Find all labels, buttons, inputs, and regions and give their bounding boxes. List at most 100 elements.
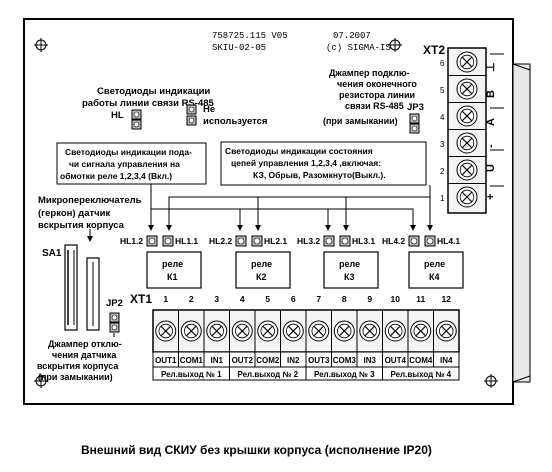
relay-name-3: реле xyxy=(339,259,360,269)
board-code: 758725.115 V05 xyxy=(212,31,288,41)
xt1-terminal-9: IN3 xyxy=(364,356,377,365)
relay-led-3-1 xyxy=(339,235,351,247)
arrow-heads xyxy=(148,225,433,231)
figure-caption: Внешний вид СКИУ без крышки корпуса (исп… xyxy=(81,443,432,457)
xt1-pin-1: 1 xyxy=(163,294,168,304)
xt1-terminal-12: IN4 xyxy=(440,356,453,365)
xt1-terminal-11: COM4 xyxy=(409,356,433,365)
jp3-label: JP3 xyxy=(407,102,424,113)
relay-k3 xyxy=(323,251,379,289)
xt1-screw-10 xyxy=(384,320,406,342)
jp3-desc-5: (при замыкании) xyxy=(323,116,398,126)
mounting-hole-bottom-right xyxy=(484,374,498,388)
jp2-desc-2: чения датчика xyxy=(52,350,117,360)
mounting-hole-top-right xyxy=(388,38,402,52)
state-led-callout xyxy=(220,141,427,186)
state-led-arrows xyxy=(168,185,431,228)
xt1-pin-4: 4 xyxy=(240,294,245,304)
xt2-signal-minus: - xyxy=(485,144,497,148)
xt1-pin-6: 6 xyxy=(291,294,296,304)
relay-led-4-2 xyxy=(408,235,420,247)
jp3-desc-1: Джампер подклю- xyxy=(329,68,410,78)
board-copyright: (c) SIGMA-IS xyxy=(326,43,391,53)
xt2-screw-4 xyxy=(456,105,478,127)
xt2-screw-3 xyxy=(456,132,478,154)
xt1-screw-2 xyxy=(180,320,202,342)
xt1-group-3: Рел.выход № 3 xyxy=(314,370,375,379)
xt1-pin-8: 8 xyxy=(342,294,347,304)
xt1-screw-1 xyxy=(155,320,177,342)
relay-led-2-1 xyxy=(251,235,263,247)
xt1-pin-7: 7 xyxy=(316,294,321,304)
ctrl-led-text-1: Светодиоды индикации пода- xyxy=(65,147,192,157)
side-rail xyxy=(512,63,531,383)
xt1-terminal-1: OUT1 xyxy=(155,356,177,365)
xt1-terminal-10: OUT4 xyxy=(385,356,407,365)
relay-led-3-2 xyxy=(323,235,335,247)
xt1-terminal-5: COM2 xyxy=(256,356,280,365)
not-used-label-1: Не xyxy=(203,104,215,115)
jp2-desc-4: (при замыкании) xyxy=(38,372,113,382)
xt1-screw-7 xyxy=(308,320,330,342)
jp3-jumper xyxy=(409,113,420,134)
xt1-pin-11: 11 xyxy=(416,294,425,304)
sa1-label: SA1 xyxy=(42,248,62,259)
state-led-text-3: КЗ, Обрыв, Разомкнуто(Выкл.). xyxy=(253,170,386,180)
microswitch-label-1: Микропереключатель xyxy=(38,195,142,206)
xt2-pin-1: 1 xyxy=(440,194,445,203)
unused-jumper xyxy=(186,104,197,126)
xt1-group-1: Рел.выход № 1 xyxy=(161,370,222,379)
xt2-pin-2: 2 xyxy=(440,167,445,176)
xt1-screw-3 xyxy=(206,320,228,342)
relay-led-label-3-2: HL3.2 xyxy=(297,236,320,246)
hl-led xyxy=(131,109,142,130)
ctrl-led-arrows xyxy=(150,184,414,228)
xt1-pin-10: 10 xyxy=(391,294,401,304)
xt1-pin-12: 12 xyxy=(442,294,452,304)
xt2-signal-u: U xyxy=(485,164,497,172)
ctrl-led-callout xyxy=(56,142,207,185)
board-model: SKIU-02-05 xyxy=(212,43,266,53)
jp3-desc-2: чения оконечного xyxy=(337,79,417,89)
xt1-pin-5: 5 xyxy=(265,294,270,304)
relay-led-label-1-2: HL1.2 xyxy=(120,236,143,246)
board-date: 07.2007 xyxy=(333,31,371,41)
relay-led-label-2-1: HL2.1 xyxy=(264,236,287,246)
xt2-signal-a: A xyxy=(485,118,497,126)
xt1-group-4: Рел.выход № 4 xyxy=(390,370,451,379)
relay-name-4: реле xyxy=(424,259,445,269)
rs485-led-label-1: Светодиоды индикации xyxy=(97,86,210,97)
relay-k2 xyxy=(235,251,291,289)
relay-id-3: К3 xyxy=(344,272,355,282)
xt1-screw-12 xyxy=(435,320,457,342)
xt1-screw-8 xyxy=(333,320,355,342)
relay-led-label-1-1: HL1.1 xyxy=(175,236,198,246)
not-used-label-2: используется xyxy=(203,116,267,127)
relay-led-1-2 xyxy=(146,235,158,247)
xt2-signal-b: B xyxy=(485,90,497,98)
relay-led-label-4-1: HL4.1 xyxy=(437,236,460,246)
ctrl-led-text-3: обмотки реле 1,2,3,4 (Вкл.) xyxy=(60,171,172,181)
mounting-hole-top-left xyxy=(34,38,48,52)
jp2-desc-1: Джампер отклю- xyxy=(48,339,122,349)
xt1-screw-4 xyxy=(231,320,253,342)
xt1-screw-9 xyxy=(359,320,381,342)
xt2-pin-5: 5 xyxy=(440,86,445,95)
relay-name-1: реле xyxy=(162,259,183,269)
relay-led-4-1 xyxy=(424,235,436,247)
xt1-terminal-4: OUT2 xyxy=(232,356,254,365)
xt2-pin-3: 3 xyxy=(440,140,445,149)
jp3-desc-4: связи RS-485 xyxy=(345,101,404,111)
relay-id-1: К1 xyxy=(167,272,178,282)
xt1-label: XT1 xyxy=(130,292,152,306)
xt1-terminal-7: OUT3 xyxy=(308,356,330,365)
relay-led-1-1 xyxy=(162,235,174,247)
xt1-terminal-3: IN1 xyxy=(211,356,224,365)
sa1-reed-switch xyxy=(64,244,100,331)
xt1-terminal-2: COM1 xyxy=(180,356,204,365)
xt1-pin-9: 9 xyxy=(367,294,372,304)
xt2-pin-6: 6 xyxy=(440,59,445,68)
xt1-screw-5 xyxy=(257,320,279,342)
relay-led-2-2 xyxy=(235,235,247,247)
state-led-text-2: цепей управления 1,2,3,4 ,включая: xyxy=(231,158,381,168)
